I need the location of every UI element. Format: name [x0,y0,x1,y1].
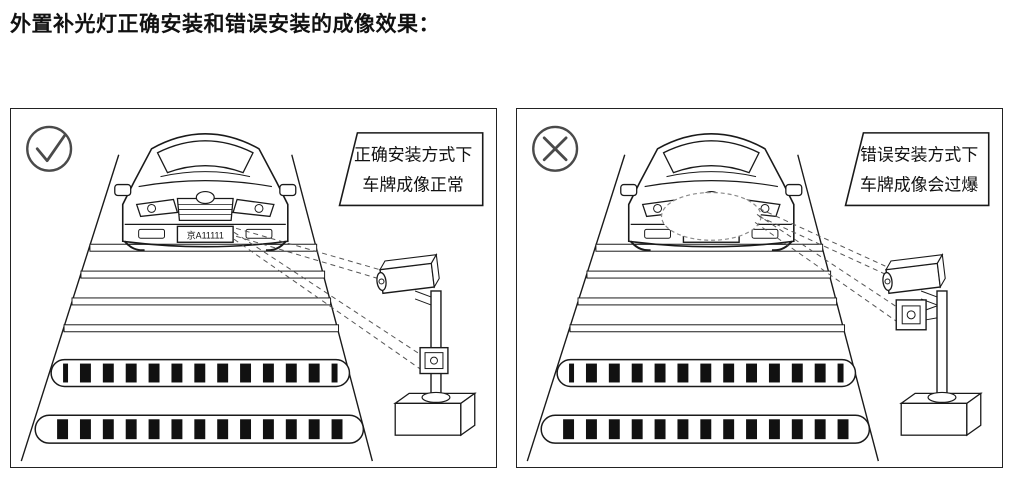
camera-pole-illustration [373,253,476,436]
callout-line1: 错误安装方式下 [860,146,978,165]
overexposed-area [660,191,762,241]
fill-light-correct-position [419,346,449,375]
light-beam-lines [233,227,422,370]
check-icon [26,125,73,172]
callout-line1: 正确安装方式下 [354,146,472,165]
correct-installation-scene: 京A11111 正确安装方 [20,125,484,462]
license-plate-text: 京A11111 [187,229,224,240]
callout-line2: 车牌成像正常 [362,176,463,195]
callout-correct: 正确安装方式下 车牌成像正常 [338,132,484,207]
cross-icon [532,125,579,172]
camera-pole-illustration [879,253,982,436]
page-title: 外置补光灯正确安装和错误安装的成像效果： [10,13,440,36]
incorrect-installation-scene: 错误安装方式下 车牌成像会过爆 [526,125,990,462]
callout-incorrect: 错误安装方式下 车牌成像会过爆 [844,132,990,207]
panel-incorrect-installation: 错误安装方式下 车牌成像会过爆 [516,108,1003,468]
light-beam-lines [754,207,898,323]
fill-light-wrong-position [895,299,938,331]
panel-correct-installation: 京A11111 正确安装方 [10,108,497,468]
callout-line2: 车牌成像会过爆 [860,176,978,195]
